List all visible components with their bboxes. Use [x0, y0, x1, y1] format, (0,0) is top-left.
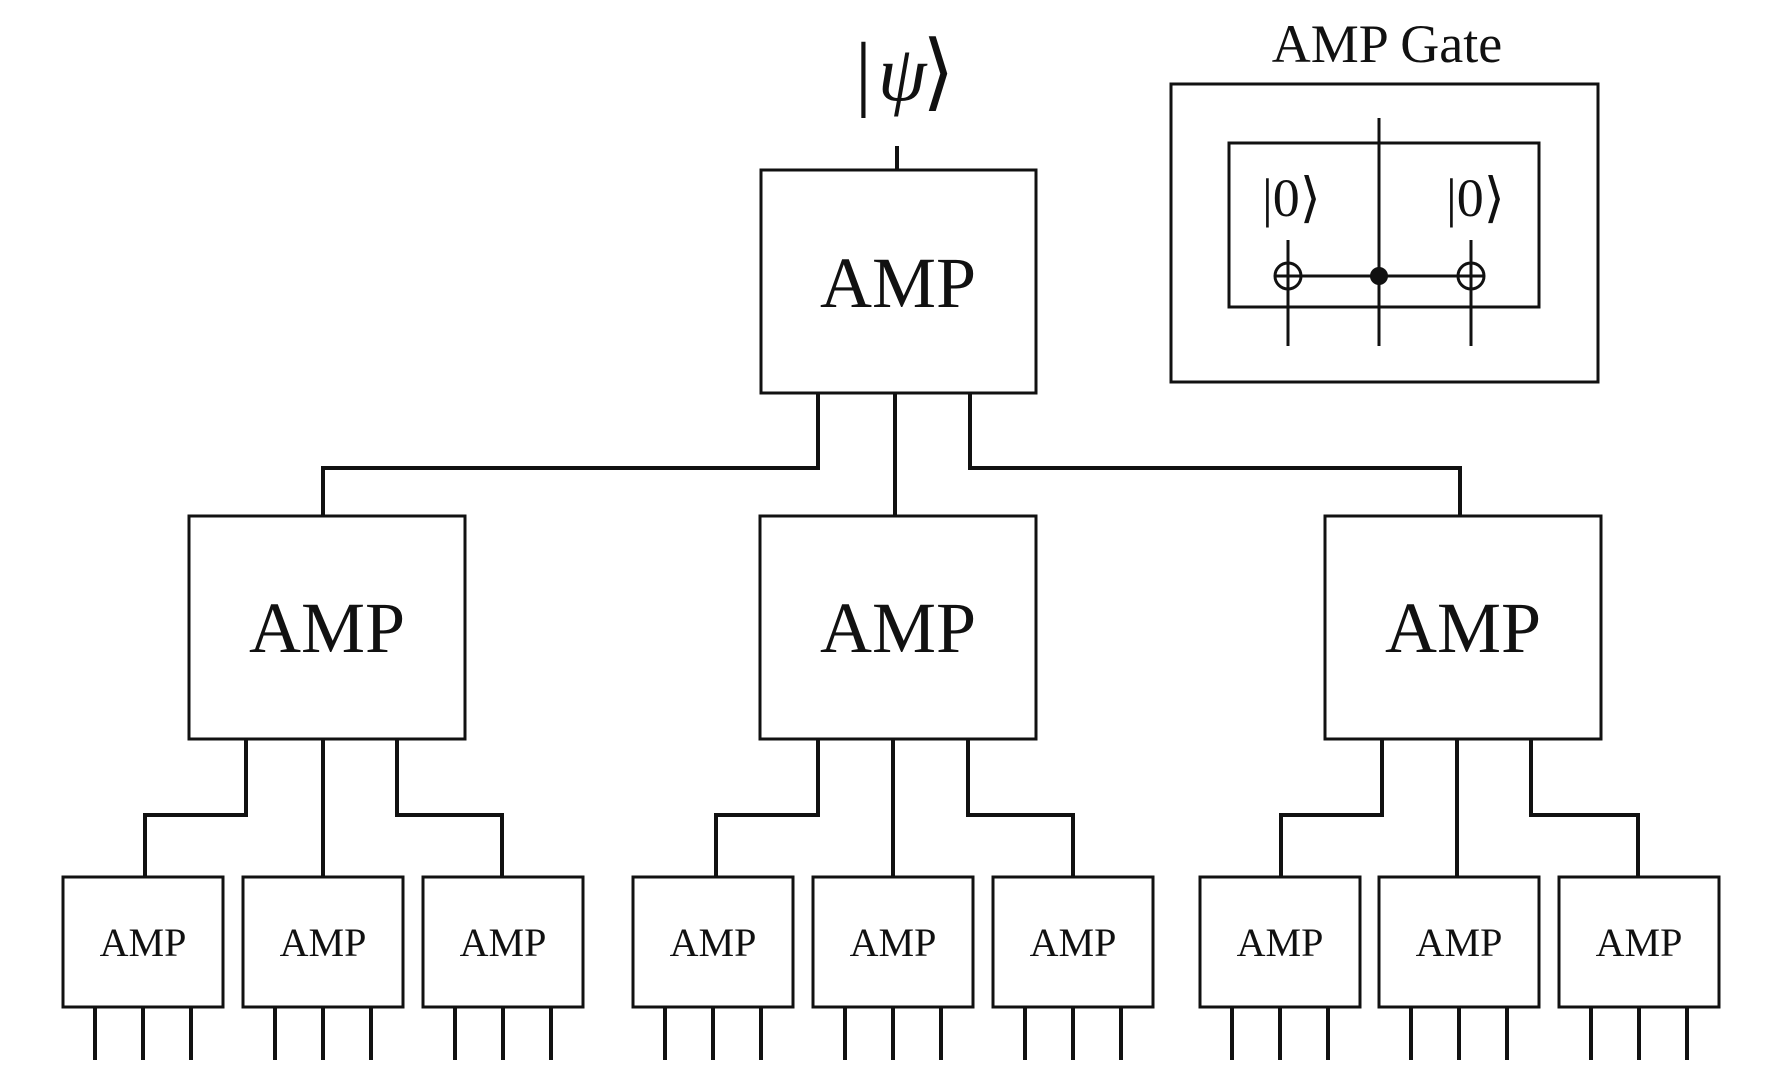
control-dot-icon — [1370, 267, 1388, 285]
level3-amp-2-label: AMP — [280, 920, 367, 965]
ancilla-right-label: |0⟩ — [1446, 168, 1505, 228]
ket-bracket: ⟩ — [922, 26, 955, 119]
level3-amp-5-label: AMP — [850, 920, 937, 965]
ket-bar: | — [855, 26, 872, 119]
level3-amp-9-label: AMP — [1596, 920, 1683, 965]
level3-amp-boxes: AMP AMP AMP AMP AMP AMP AMP AMP AMP — [61, 875, 1721, 1009]
wire-l2c-to-l3g — [1279, 739, 1384, 877]
level2-amp-left: AMP — [187, 514, 467, 741]
level3-amp-4-rect — [631, 875, 795, 1009]
root-branch-wires — [321, 393, 1462, 516]
level2-amp-left-rect — [187, 514, 467, 741]
amp-gate-title: AMP Gate — [1272, 14, 1502, 74]
level2-branch-wires — [143, 739, 1640, 877]
wire-l2a-to-l3a — [143, 739, 248, 877]
level3-amp-1-label: AMP — [100, 920, 187, 965]
level2-amp-middle: AMP — [758, 514, 1038, 741]
root-amp-rect — [759, 168, 1038, 395]
level3-amp-1-rect — [61, 875, 225, 1009]
input-state-label: | ψ ⟩ — [855, 26, 955, 119]
output-wires — [93, 1007, 1689, 1060]
level2-amp-right: AMP — [1323, 514, 1603, 741]
wire-l2b-to-l3f — [966, 739, 1075, 877]
level3-amp-2-rect — [241, 875, 405, 1009]
root-amp-box: AMP — [759, 168, 1038, 395]
root-amp-label: AMP — [820, 243, 976, 323]
wire-l2c-to-l3i — [1529, 739, 1640, 877]
level2-amp-middle-rect — [758, 514, 1038, 741]
level3-amp-9-rect — [1557, 875, 1721, 1009]
amp-gate-inset: AMP Gate |0⟩ |0⟩ — [1169, 14, 1600, 384]
level3-amp-8-label: AMP — [1416, 920, 1503, 965]
level3-amp-3-label: AMP — [460, 920, 547, 965]
level3-amp-5-rect — [811, 875, 975, 1009]
level3-amp-7-rect — [1198, 875, 1362, 1009]
level2-amp-right-label: AMP — [1385, 588, 1541, 668]
level3-amp-7-label: AMP — [1237, 920, 1324, 965]
wire-root-to-left — [321, 393, 820, 516]
level3-amp-6-label: AMP — [1030, 920, 1117, 965]
level3-amp-4-label: AMP — [670, 920, 757, 965]
level3-amp-3-rect — [421, 875, 585, 1009]
ancilla-left-label: |0⟩ — [1262, 168, 1321, 228]
level3-amp-6-rect — [991, 875, 1155, 1009]
level2-amp-right-rect — [1323, 514, 1603, 741]
level2-amp-middle-label: AMP — [820, 588, 976, 668]
wire-root-to-right — [968, 393, 1462, 516]
level2-amp-left-label: AMP — [249, 588, 405, 668]
wire-l2a-to-l3c — [395, 739, 504, 877]
ket-psi: ψ — [878, 30, 928, 117]
wire-l2b-to-l3d — [714, 739, 820, 877]
level3-amp-8-rect — [1377, 875, 1541, 1009]
